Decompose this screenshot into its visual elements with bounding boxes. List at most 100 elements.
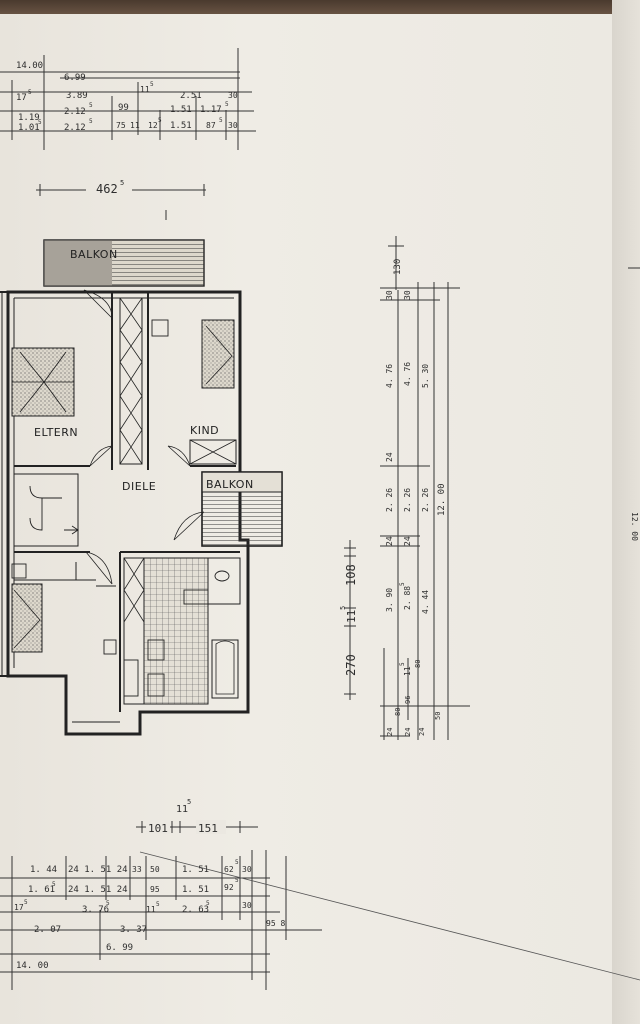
dim-label: 1.51 bbox=[170, 105, 192, 115]
dim-label: 1. 51 bbox=[182, 865, 209, 875]
dim-width-label: 462 bbox=[96, 182, 118, 196]
dim-label: 30 bbox=[242, 901, 252, 910]
dim-label: 4. 76 bbox=[385, 364, 394, 388]
dim-label: 2. 88 bbox=[403, 586, 412, 610]
dim-label: 2. 63 bbox=[182, 905, 209, 915]
dim-overall-width-top: 14.00 bbox=[16, 61, 43, 71]
dim-label: 33 bbox=[132, 865, 142, 874]
dim-label: 3.89 bbox=[66, 91, 88, 101]
dim-label: 30 bbox=[403, 290, 412, 300]
dim-overall-width-bottom: 14. 00 bbox=[16, 961, 49, 971]
adjacent-sheet-dim: 12. 00 bbox=[630, 512, 639, 541]
dim-label: 11 bbox=[130, 121, 140, 130]
room-label-kind: KIND bbox=[190, 424, 219, 437]
dim-label: 1. 61 bbox=[28, 885, 55, 895]
dim-superscript: 5 bbox=[106, 900, 110, 907]
dim-label: 2.12 bbox=[64, 107, 86, 117]
dim-label: 3. 37 bbox=[120, 925, 147, 935]
dim-label: 1.17 bbox=[200, 105, 222, 115]
dim-label: 2.51 bbox=[180, 91, 202, 101]
dim-label: 95 bbox=[150, 885, 160, 894]
dim-label: 12 bbox=[148, 121, 158, 130]
floor-plan-sheet bbox=[0, 14, 612, 1024]
dim-label: 30 bbox=[385, 290, 394, 300]
dim-label: 75 bbox=[116, 121, 126, 130]
width-dimension: 462 5 bbox=[36, 179, 206, 220]
right-dimension-labels: 130 30 30 4. 76 4. 76 5. 30 24 2. 26 2. … bbox=[385, 259, 447, 736]
adjacent-sheet bbox=[612, 0, 640, 1024]
dim-label: 2.12 bbox=[64, 123, 86, 133]
dim-label: 92 bbox=[224, 883, 234, 892]
dim-label: 87 bbox=[206, 121, 216, 130]
dim-label: 1. 44 bbox=[30, 865, 57, 875]
dim-label: 11 bbox=[146, 905, 156, 914]
dim-superscript: 5 bbox=[235, 859, 239, 866]
dim-label: 99 bbox=[118, 103, 129, 113]
top-dimension-chain bbox=[0, 48, 256, 150]
dim-label: 2. 26 bbox=[403, 488, 412, 512]
dim-label: 24 bbox=[385, 536, 394, 546]
apartment-plan bbox=[0, 239, 283, 736]
dim-label: 1. 51 bbox=[182, 885, 209, 895]
dim-label: 11 bbox=[403, 666, 412, 676]
dim-label: 24 bbox=[385, 452, 394, 462]
dim-label: 2. 26 bbox=[385, 488, 394, 512]
dim-superscript: 5 bbox=[156, 901, 160, 908]
table-background bbox=[0, 0, 612, 16]
dim-label: 270 bbox=[344, 654, 358, 676]
dim-label: 24 1. 51 24 bbox=[68, 865, 128, 875]
dim-label: 24 bbox=[386, 728, 394, 736]
dim-label: 130 bbox=[393, 259, 403, 275]
dim-label: 24 bbox=[404, 728, 412, 736]
dim-label: 1.01 bbox=[18, 123, 40, 133]
dim-label: 101 bbox=[148, 822, 168, 835]
bottom-dimension-labels: 1. 44 24 1. 51 24 33 50 1. 51 62 5 30 1.… bbox=[14, 859, 285, 971]
dim-superscript: 5 bbox=[187, 798, 191, 806]
room-label-eltern: ELTERN bbox=[34, 426, 78, 439]
dim-label: 96 bbox=[404, 696, 412, 704]
dim-label: 11 bbox=[345, 610, 358, 623]
dim-label: 80 bbox=[414, 660, 422, 668]
dim-label: 62 bbox=[224, 865, 234, 874]
dim-label: 30 bbox=[228, 91, 238, 100]
dim-label: 50 bbox=[150, 865, 160, 874]
dim-superscript: 5 bbox=[24, 899, 28, 906]
dim-superscript: 5 bbox=[89, 102, 93, 109]
dim-label: 5. 30 bbox=[421, 364, 430, 388]
dim-label: 24 bbox=[418, 728, 426, 736]
dim-label: 1.51 bbox=[170, 121, 192, 131]
bottom-small-dimension: 101 11 5 151 bbox=[136, 798, 258, 835]
dim-label: 6.99 bbox=[64, 73, 86, 83]
dim-superscript: 5 bbox=[150, 81, 154, 88]
dim-label: 1.19 bbox=[18, 113, 40, 123]
dim-superscript: 5 bbox=[89, 118, 93, 125]
dim-superscript: 5 bbox=[158, 117, 162, 124]
dim-label: 2. 07 bbox=[34, 925, 61, 935]
dim-label: 2. 26 bbox=[421, 488, 430, 512]
dim-label: 30 bbox=[242, 865, 252, 874]
dim-label: 80 bbox=[394, 708, 402, 716]
dim-superscript: 5 bbox=[399, 662, 406, 666]
dim-label: 4. 76 bbox=[403, 362, 412, 386]
dim-label: 108 bbox=[344, 564, 358, 586]
room-label-diele: DIELE bbox=[122, 480, 156, 493]
dim-superscript: 5 bbox=[38, 119, 42, 126]
dim-label: 3. 90 bbox=[385, 588, 394, 612]
dim-label: 6. 99 bbox=[106, 943, 133, 953]
dim-label: 11 bbox=[140, 85, 150, 94]
dim-superscript: 5 bbox=[206, 900, 210, 907]
dim-label: 95 8 bbox=[266, 919, 285, 928]
dim-superscript: 5 bbox=[28, 89, 32, 96]
dim-total-depth: 12. 00 bbox=[437, 483, 447, 516]
room-label-balkon-top: BALKON bbox=[70, 248, 118, 261]
dim-label: 24 bbox=[403, 536, 412, 546]
dim-label: 11 bbox=[176, 804, 188, 815]
dim-superscript: 5 bbox=[120, 179, 124, 187]
top-dimension-labels: 14.00 6.99 17 5 3.89 11 5 2.51 30 1.19 2… bbox=[16, 61, 238, 133]
dim-superscript: 5 bbox=[339, 606, 347, 610]
bottom-dimension-chain bbox=[0, 850, 640, 990]
dim-label: 4. 44 bbox=[421, 590, 430, 614]
dim-label: 3. 76 bbox=[82, 905, 109, 915]
dim-superscript: 5 bbox=[52, 881, 56, 888]
